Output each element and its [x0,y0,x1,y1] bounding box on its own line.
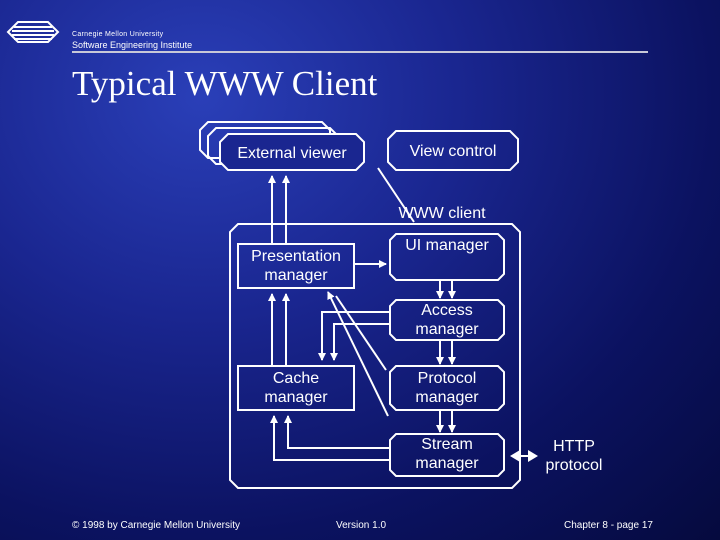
footer-version: Version 1.0 [336,520,387,531]
cmu-sei-logo [6,21,60,43]
external-viewer-box [219,133,365,171]
arrow-stream-to-cache-1 [284,415,390,449]
presentation-manager-label: Presentation manager [251,248,341,284]
org-line2: Software Engineering Institute [72,40,193,50]
access-manager-box [389,299,505,341]
http-protocol-label: HTTP protocol [545,438,603,474]
cache-manager-label: Cache manager [264,370,328,406]
access-manager-label: Access manager [415,302,479,338]
protocol-manager-box [389,365,505,411]
view-control-box [387,130,519,171]
footer-copyright: © 1998 by Carnegie Mellon University [72,520,241,531]
org-line1: Carnegie Mellon University [72,31,164,38]
arrowhead-http-left [510,450,520,462]
arrowhead-http-right [528,450,538,462]
header-rule [72,51,648,53]
cache-manager-box [237,365,355,411]
footer-page: Chapter 8 - page 17 [564,520,653,531]
www-client-container [229,223,521,489]
arrow-stream-to-cache-2 [270,415,390,461]
stream-manager-box [389,433,505,477]
protocol-manager-label: Protocol manager [415,370,479,406]
line-protocol-to-pres-2 [335,295,387,371]
arrow-access-to-cache-2 [330,323,390,361]
external-viewer-label: External viewer [237,145,347,162]
presentation-manager-box [237,243,355,289]
arrow-access-to-cache-1 [318,311,390,361]
www-client-label: WWW client [398,205,486,222]
stream-manager-label: Stream manager [415,436,479,472]
ui-manager-box [389,233,505,281]
line-viewcontrol-to-client [377,167,415,223]
slide-title: Typical WWW Client [72,64,378,103]
view-control-label: View control [409,143,497,160]
arrow-protocol-to-pres [327,291,389,417]
ui-manager-label: UI manager [405,237,489,254]
